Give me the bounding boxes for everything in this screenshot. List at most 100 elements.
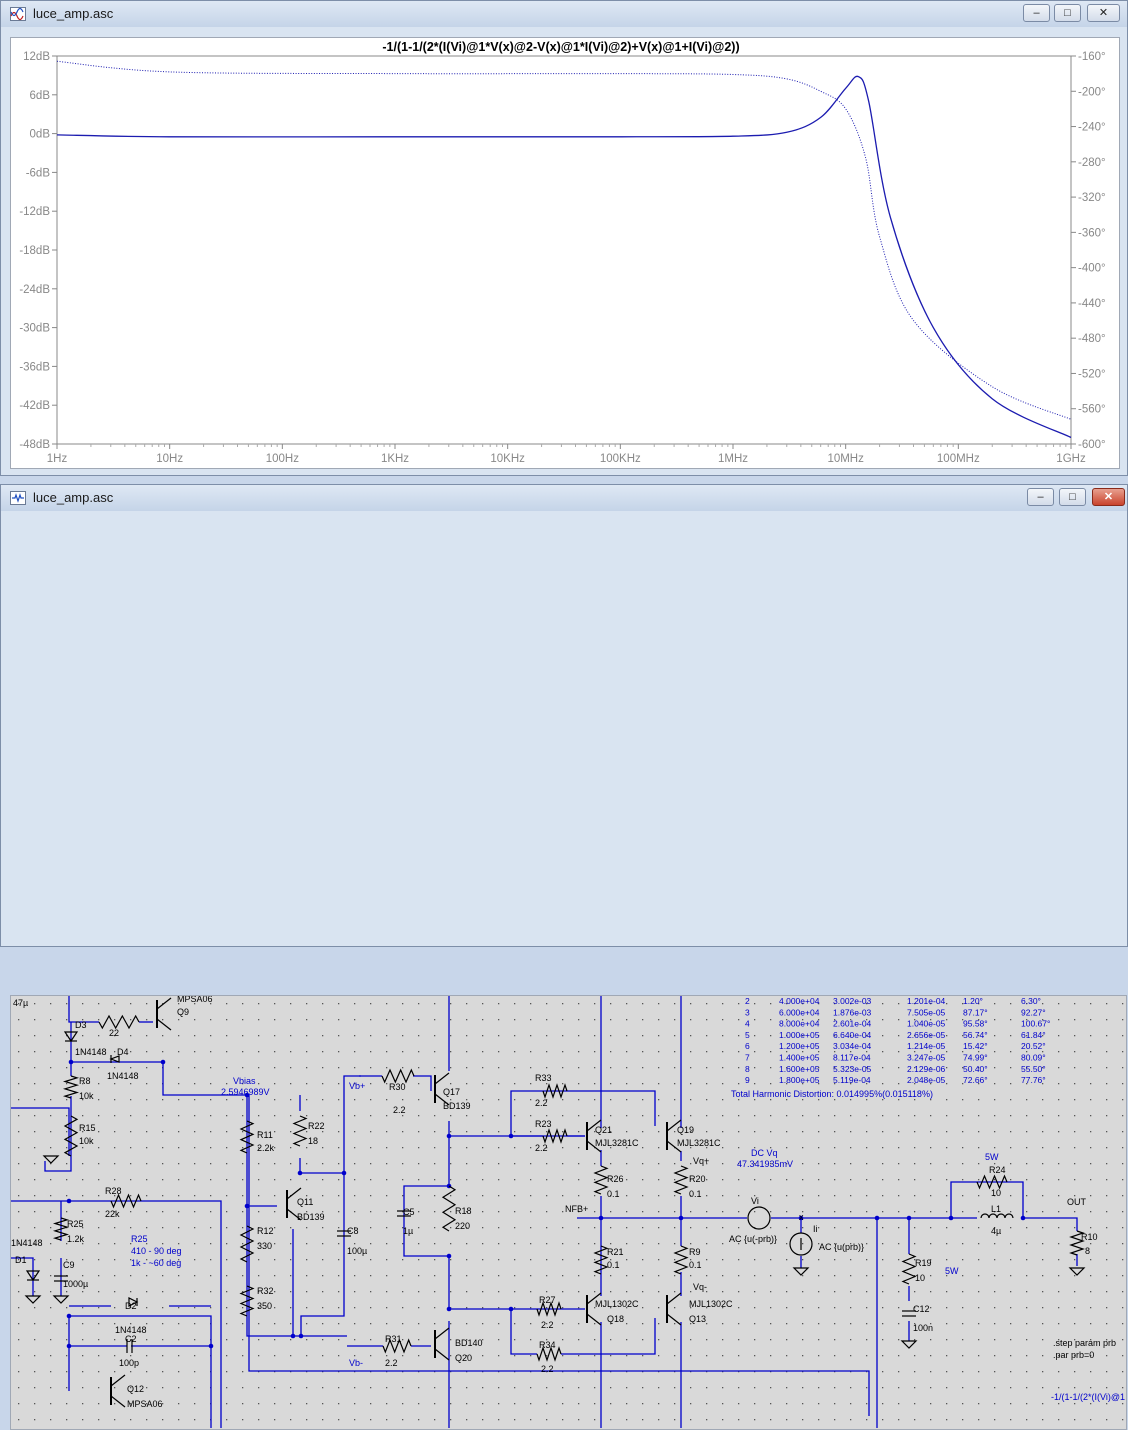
label-d3-model: 1N4148 [75,1047,107,1057]
x-tick-label: 10MHz [827,453,864,465]
left-tick-label: -18dB [19,245,50,257]
thd-cell: 8.117e-04 [833,1053,871,1063]
label-c12-name: C12 [913,1304,930,1314]
thd-cell: 74.99° [963,1053,988,1063]
plot-window-titlebar[interactable]: luce_amp.asc – □ ✕ [1,1,1127,27]
label-r32-value: 350 [257,1301,272,1311]
label-r8-name: R8 [79,1076,91,1086]
label-d1-model: 1N4148 [11,1238,43,1248]
label-r15-name: R15 [79,1123,96,1133]
label-c9-name: C9 [63,1260,75,1270]
close-button[interactable]: ✕ [1092,488,1125,506]
thd-cell: 6 [745,1041,750,1051]
label-d2-name: D2 [125,1301,137,1311]
label-c2-value: 100p [119,1358,139,1368]
thd-cell: 2 [745,996,750,1006]
close-icon: ✕ [1103,491,1114,503]
label-c9-value: 1000µ [63,1279,88,1289]
label-out-label: OUT [1067,1197,1087,1207]
right-tick-label: -560° [1078,404,1106,416]
plot-pane[interactable]: -1/(1-1/(2*(I(Vi)@1*V(x)@2-V(x)@1*I(Vi)@… [10,37,1120,469]
label-r11-name: R11 [257,1130,273,1140]
label-r15-value: 10k [79,1136,94,1146]
right-tick-label: -360° [1078,227,1106,239]
thd-cell: 1.200e+05 [779,1041,820,1051]
label-q18-model: MJL1302C [595,1299,639,1309]
thd-cell: 7 [745,1053,750,1063]
label-ii-value: AC {u(prb)} [819,1242,864,1252]
left-tick-label: 6dB [30,90,51,102]
thd-cell: 55.50° [1021,1064,1046,1074]
x-tick-label: 10KHz [490,453,525,465]
label-r20-name: R20 [689,1174,706,1184]
schematic-window-title: luce_amp.asc [33,490,114,505]
label-r18-name: R18 [455,1206,472,1216]
thd-cell: 6.000e+04 [779,1007,820,1017]
thd-cell: 56.74° [963,1030,988,1040]
label-c5-value: 1µ [403,1226,413,1236]
thd-cell: 8 [745,1064,750,1074]
maximize-button[interactable]: □ [1054,4,1081,22]
thd-cell: 61.84° [1021,1030,1046,1040]
thd-cell: 15.42° [963,1041,988,1051]
thd-cell: 3.034e-04 [833,1041,872,1051]
label-q9-name: Q9 [177,1007,189,1017]
thd-cell: 4.000e+04 [779,996,820,1006]
plot-window-title: luce_amp.asc [33,6,114,21]
label-dcvq-label: DC Vq [751,1148,778,1158]
maximize-button[interactable]: □ [1059,488,1086,506]
label-r25-value: 1.2k [67,1234,85,1244]
label-d4-model: 1N4148 [107,1071,139,1081]
minimize-button[interactable]: – [1023,4,1050,22]
close-button[interactable]: ✕ [1087,4,1120,22]
left-tick-label: -24dB [19,284,50,296]
label-l1-name: L1 [991,1204,1001,1214]
thd-cell: 4 [745,1019,750,1029]
label-r23-name: R23 [535,1119,552,1129]
thd-cell: 1.400e+05 [779,1053,820,1063]
label-r27-name: R27 [539,1295,556,1305]
label-q12-name: Q12 [127,1384,144,1394]
x-tick-label: 1MHz [718,453,748,465]
label-q17-name: Q17 [443,1087,460,1097]
schematic-icon [10,491,26,505]
right-tick-label: -160° [1078,51,1106,63]
label-q19-model: MJL3281C [677,1138,721,1148]
label-vqplus: Vq+ [693,1156,709,1166]
right-tick-label: -200° [1078,86,1106,98]
label-c8-name: C8 [347,1226,359,1236]
label-r30-value: 2.2 [393,1105,406,1115]
label-r9-name: R9 [689,1247,701,1257]
close-icon: ✕ [1098,7,1109,19]
minimize-button[interactable]: – [1027,488,1054,506]
plot-area [56,55,1072,445]
label-x-node: x [799,1212,804,1222]
magnitude-trace [56,75,1072,439]
label-r25-name: R25 [67,1219,84,1229]
x-tick-label: 1Hz [47,453,68,465]
bode-chart[interactable]: -1/(1-1/(2*(I(Vi)@1*V(x)@2-V(x)@1*I(Vi)@… [11,38,1119,468]
right-tick-label: -320° [1078,192,1106,204]
label-r25-note-2: 1k - ~60 deg [131,1258,181,1268]
label-top-left-cap: 47µ [13,998,28,1008]
label-nfbplus: NFB+ [565,1204,588,1214]
label-d1-name: D1 [15,1255,27,1265]
thd-cell: 20.52° [1021,1041,1046,1051]
thd-cell: 6.640e-04 [833,1030,872,1040]
label-step-directive: .step param prb [1053,1338,1116,1348]
thd-cell: 1.000e+05 [779,1030,820,1040]
schematic-window-titlebar[interactable]: luce_amp.asc – □ ✕ [1,485,1127,511]
label-r25-note-1: 410 - 90 deg [131,1246,182,1256]
left-tick-label: 0dB [30,129,51,141]
left-tick-label: -6dB [26,167,51,179]
label-r11-value: 2.2k [257,1143,275,1153]
thd-cell: 100.67° [1021,1019,1050,1029]
left-tick-label: 12dB [23,51,50,63]
thd-cell: 2.048e-05 [907,1075,946,1085]
thd-summary: Total Harmonic Distortion: 0.014995%(0.0… [731,1089,933,1099]
thd-cell: 92.27° [1021,1007,1046,1017]
label-r22-name: R22 [308,1121,325,1131]
label-r10-name: R10 [1081,1232,1098,1242]
